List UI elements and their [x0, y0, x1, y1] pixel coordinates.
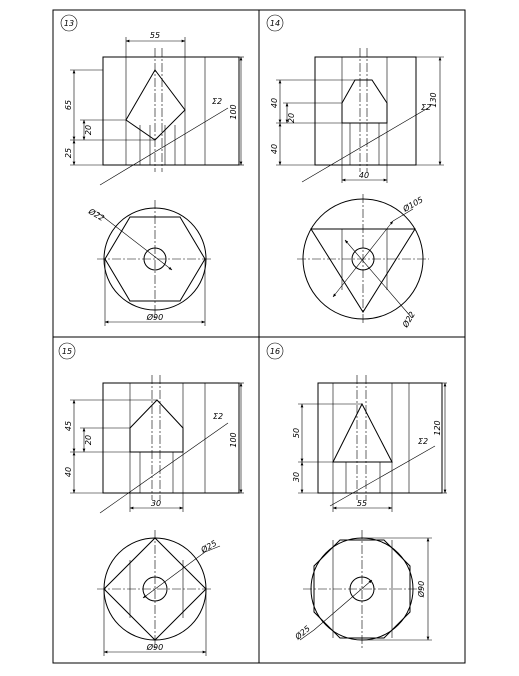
- dim-left-upper: 50: [292, 428, 301, 438]
- dim-left-upper: 45: [64, 421, 73, 431]
- panel-number-circle: [60, 14, 78, 32]
- dim-hole: Ø22: [400, 310, 417, 330]
- dim-hole: Ø22: [86, 206, 106, 223]
- plan-view: Ø105 Ø22: [297, 194, 429, 330]
- panel-number: 14: [270, 19, 280, 28]
- dim-circle: Ø90: [416, 581, 426, 598]
- dim-left-mid: 20: [287, 113, 296, 123]
- dim-left-mid: 20: [84, 435, 93, 445]
- front-view: Σ2 55 65 25 20 100: [64, 31, 244, 186]
- plan-view: Ø90 Ø22: [86, 200, 213, 326]
- panel-13: 13 Σ2 55: [60, 14, 244, 326]
- dim-left-lower: 25: [64, 148, 73, 158]
- dim-hole: Ø25: [292, 623, 312, 642]
- section-plane: [99, 422, 229, 514]
- panel-number: 15: [62, 347, 72, 356]
- dim-hole: Ø25: [198, 538, 218, 555]
- panel-number: 13: [64, 19, 74, 28]
- dim-left-lower: 40: [270, 144, 279, 154]
- section-plane: [99, 107, 229, 186]
- plane-label: Σ2: [418, 437, 428, 446]
- dim-left-lower: 30: [292, 472, 301, 482]
- dim-left-lower: 40: [64, 467, 73, 477]
- section-plane: [329, 445, 436, 507]
- front-view: Σ2 45 40 20 30 100: [64, 375, 244, 514]
- dim-left-upper: 40: [270, 98, 279, 108]
- dim-left-mid: 20: [84, 125, 93, 135]
- prism-face: [341, 79, 388, 124]
- dim-right: 130: [429, 92, 438, 107]
- section-plane: [301, 107, 429, 183]
- dim-top: 55: [150, 31, 160, 40]
- plane-label: Σ2: [421, 103, 431, 112]
- panel-number: 16: [270, 347, 280, 356]
- prism-face: [332, 402, 393, 463]
- dim-left-upper: 65: [64, 100, 73, 110]
- front-view: Σ2 50 30 55 120: [292, 375, 447, 512]
- panel-15: 15 Σ2 45 40 20: [58, 342, 244, 656]
- dim-right: 100: [229, 104, 238, 119]
- prism-face: [129, 399, 184, 453]
- front-view: Σ2 40 40 20 40 130: [270, 48, 444, 183]
- plane-label: Σ2: [213, 412, 223, 421]
- dim-circle: Ø105: [400, 194, 425, 214]
- panel-14: 14 Σ2 40 40 20 40: [266, 14, 444, 330]
- plane-label: Σ2: [212, 97, 222, 106]
- dim-circle: Ø90: [146, 312, 163, 322]
- dim-right: 100: [229, 432, 238, 447]
- dim-bottom: 30: [151, 499, 161, 508]
- prism-face: [125, 69, 186, 141]
- dim-circle: Ø90: [146, 642, 163, 652]
- panel-16: 16 Σ2 50 30 55: [266, 342, 447, 648]
- plan-view: Ø90 Ø25: [292, 530, 432, 648]
- dim-bottom: 40: [359, 171, 369, 180]
- dim-bottom: 55: [357, 499, 367, 508]
- dim-right: 120: [433, 420, 442, 435]
- plan-view: Ø90 Ø25: [97, 530, 221, 656]
